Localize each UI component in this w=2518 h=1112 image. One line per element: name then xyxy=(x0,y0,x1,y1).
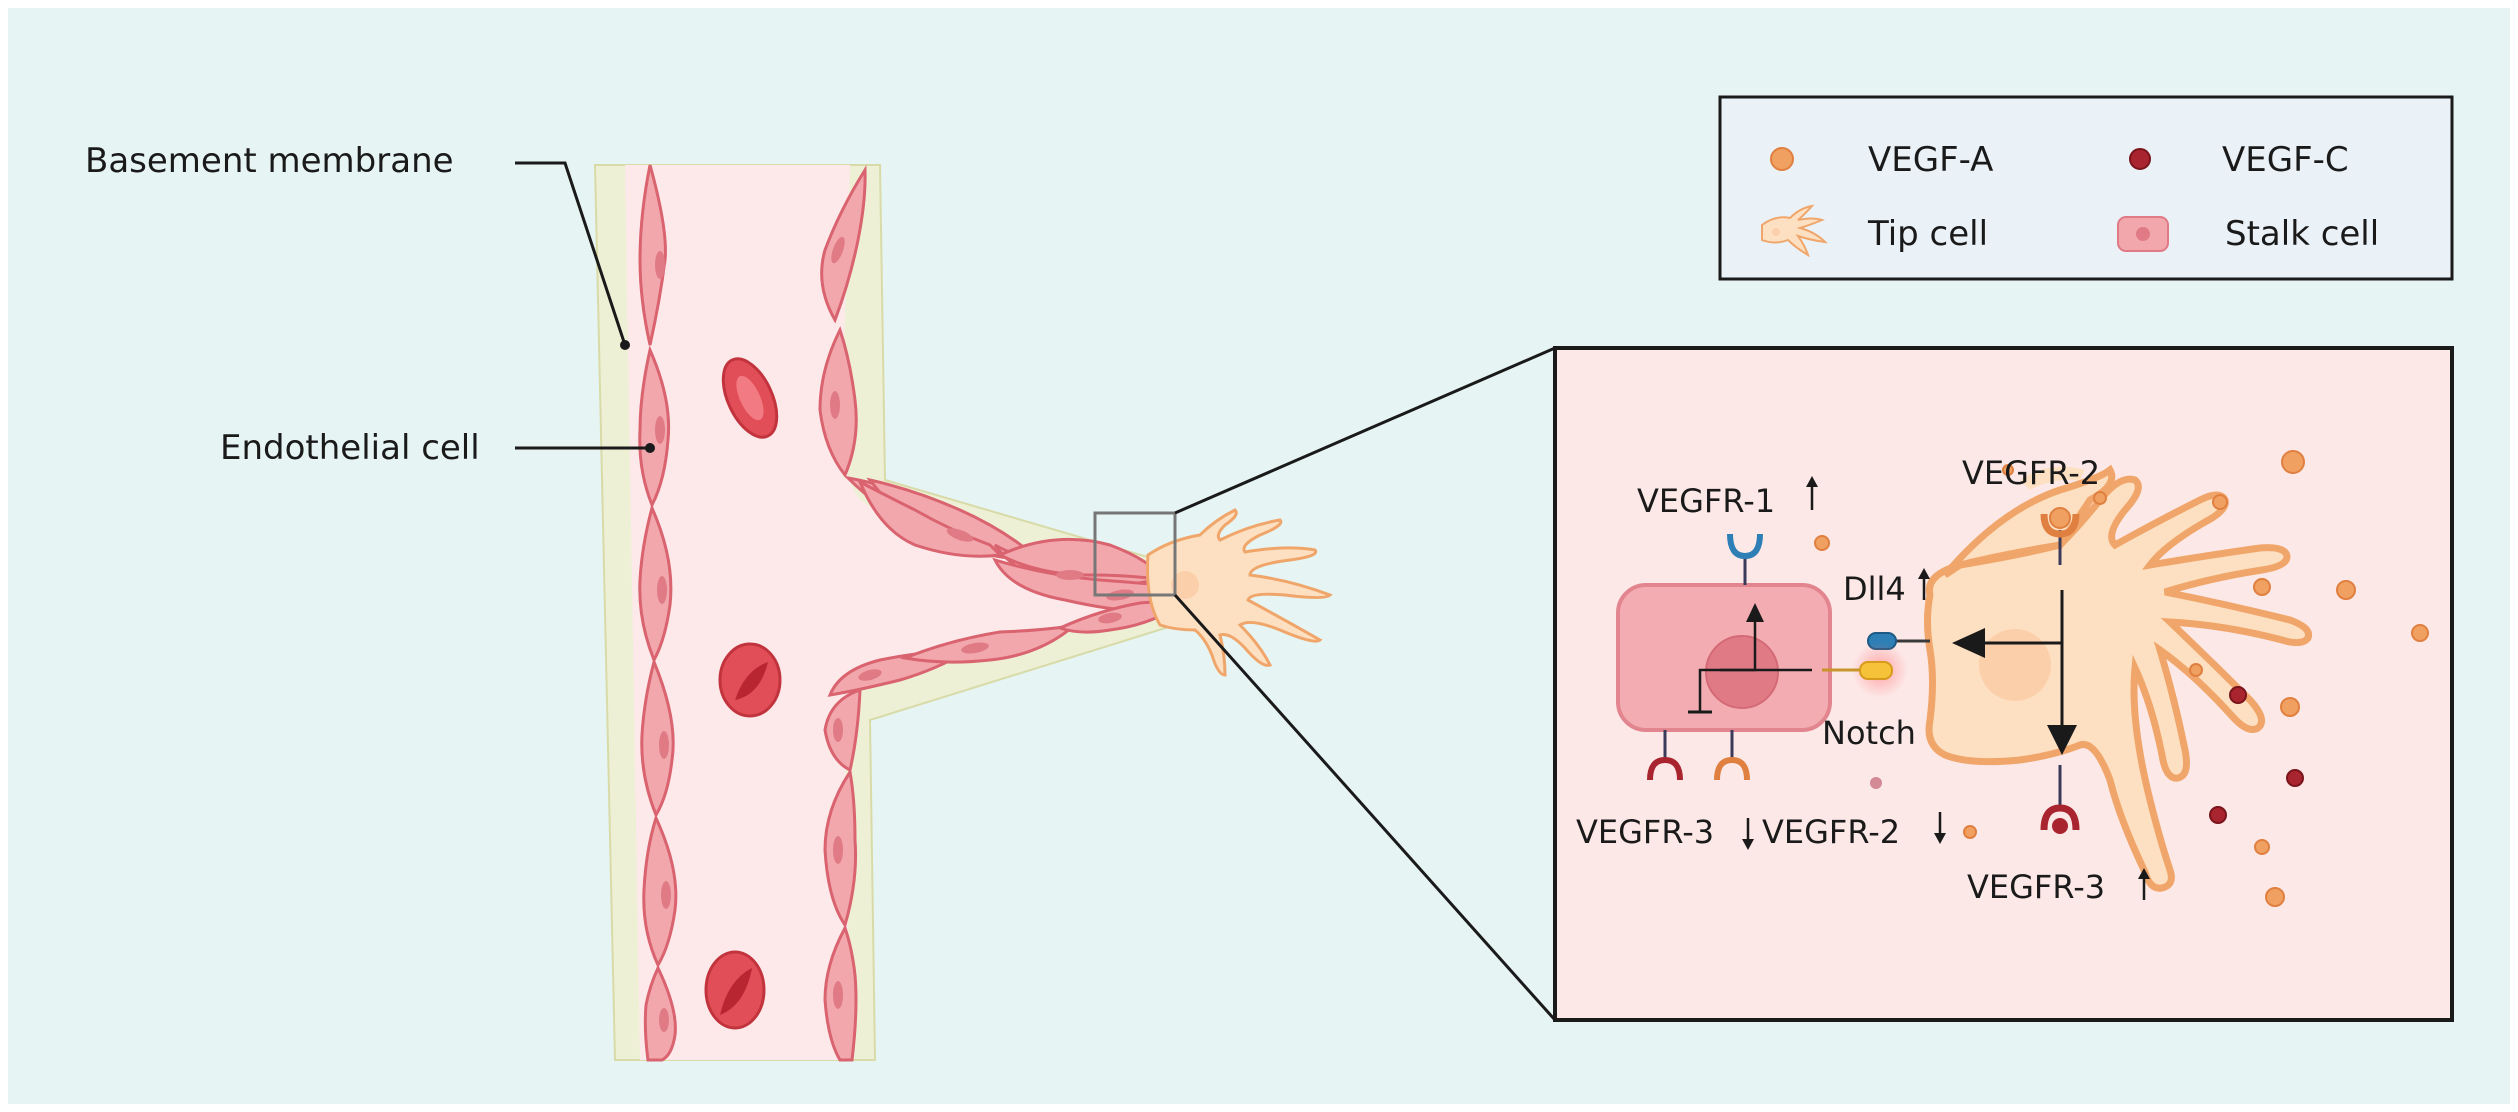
stalk-vegfr3-receptor xyxy=(1647,756,1683,781)
basement-membrane-pointer xyxy=(515,161,627,346)
free-particle xyxy=(1870,777,1882,789)
tip-cell-in-vessel xyxy=(1146,508,1333,677)
red-blood-cells xyxy=(704,357,782,1030)
tip-vegfr2-receptor xyxy=(2040,513,2080,538)
vegfr1-receptor xyxy=(1727,533,1763,560)
stalk-vegfr2-label: VEGFR-2 xyxy=(1762,813,1900,851)
stalk-cell-icon xyxy=(2117,216,2169,252)
dll4-label: Dll4 xyxy=(1843,570,1906,608)
tip-vegfr3-receptor xyxy=(2040,804,2080,831)
tip-cell-icon xyxy=(1761,204,1828,258)
basement-membrane-label: Basement membrane xyxy=(85,141,454,181)
legend: VEGF-A VEGF-C Tip cell Stalk cell xyxy=(1718,95,2454,281)
tip-cell-large xyxy=(1924,475,2313,892)
stalk-vegfr2-receptor xyxy=(1714,756,1750,781)
tip-vegfr2-label: VEGFR-2 xyxy=(1962,454,2100,492)
legend-vegf-c-label: VEGF-C xyxy=(2222,140,2349,180)
vegf-c-icon xyxy=(2129,148,2151,170)
legend-tip-cell-label: Tip cell xyxy=(1867,214,1988,254)
endothelial-cell-label: Endothelial cell xyxy=(220,428,480,468)
vegf-c-particles xyxy=(2209,686,2304,824)
zoom-region-box xyxy=(1093,511,1177,597)
vegf-a-particles xyxy=(1814,450,2429,907)
vegf-a-icon xyxy=(1770,147,1794,171)
notch-label: Notch xyxy=(1822,714,1916,752)
endothelial-nuclei-right xyxy=(830,236,928,1009)
legend-stalk-cell-label: Stalk cell xyxy=(2225,214,2379,254)
legend-vegf-a-label: VEGF-A xyxy=(1868,140,1993,180)
tip-vegfr3-label: VEGFR-3 xyxy=(1967,868,2105,906)
endothelial-nuclei-left xyxy=(655,251,671,1032)
signaling-inset: VEGFR-1 VEGFR-2 Dll4 Notch VEGFR-3 VEGFR… xyxy=(1553,346,2454,1022)
stalk-vegfr3-label: VEGFR-3 xyxy=(1576,813,1714,851)
vegfr1-label: VEGFR-1 xyxy=(1637,482,1775,520)
notch-receptor xyxy=(1859,661,1893,680)
zoom-line-top xyxy=(1174,346,1556,515)
zoom-line-bottom xyxy=(1173,594,1557,1021)
